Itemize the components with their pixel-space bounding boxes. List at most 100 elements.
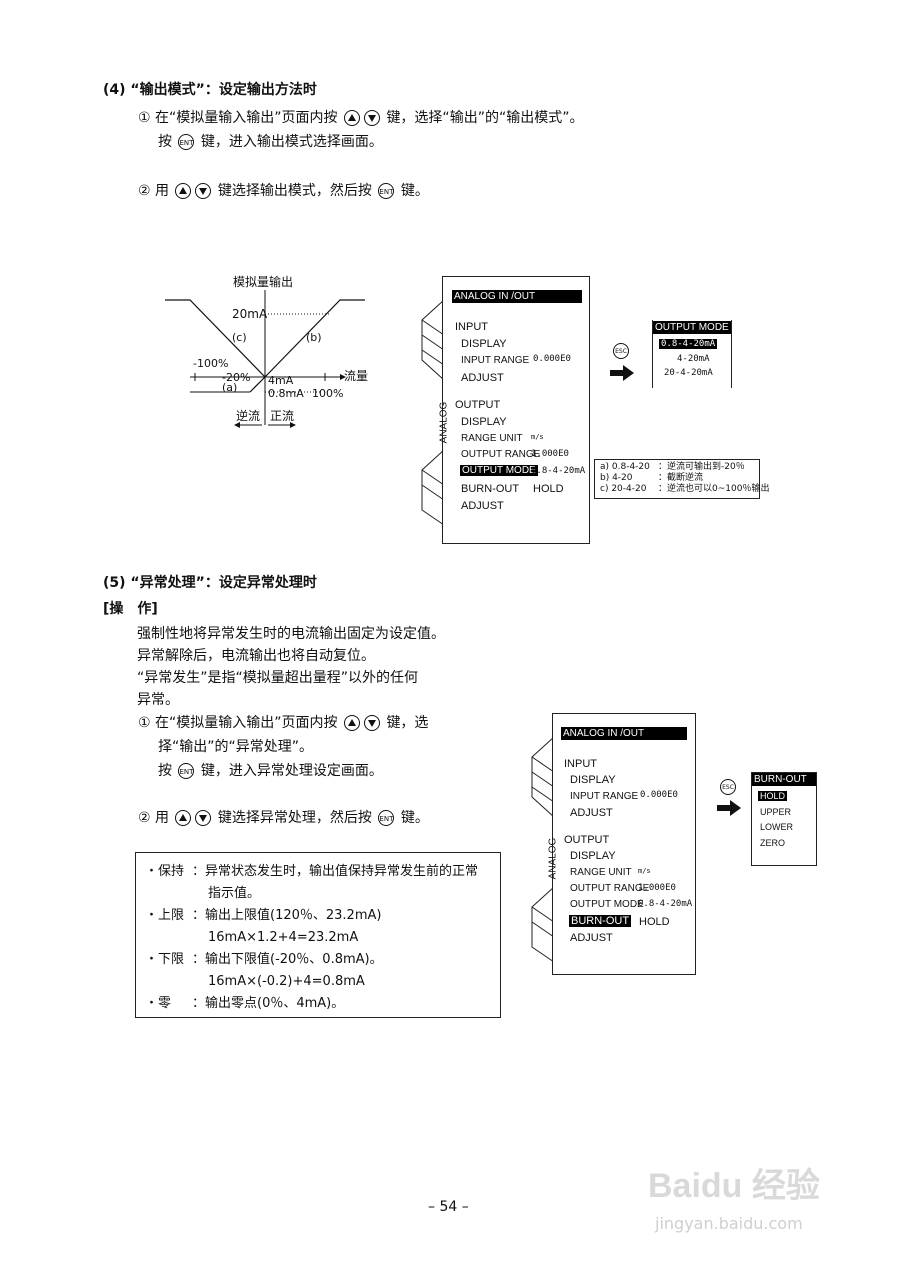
screen2-range-unit-value: m/s <box>638 867 651 875</box>
step-number: ① <box>138 715 151 731</box>
graph-label-b: (b) <box>306 331 322 344</box>
screen2-adjust[interactable]: ADJUST <box>570 807 613 819</box>
note-hold-value: ：异常状态发生时，输出值保持异常发生前的正常 <box>192 864 479 879</box>
section5-step1-line1: ① 在“模拟量输入输出”页面内按 键，选 <box>138 715 428 731</box>
up-arrow-key-icon[interactable] <box>175 183 192 199</box>
popup2-option[interactable]: LOWER <box>760 822 794 832</box>
ent-key-icon[interactable]: ENT <box>378 183 395 199</box>
graph-label-reverse: 逆流 <box>236 409 261 423</box>
line-b <box>264 299 365 378</box>
note-lower-key: ・下限 <box>145 952 185 967</box>
note-lower-value: ：输出下限值(-20％、0.8mA)。 <box>192 952 383 967</box>
step-number: ② <box>138 183 151 199</box>
popup2-option[interactable]: ZERO <box>760 838 786 848</box>
note-upper-value: ：输出上限值(120％、23.2mA) <box>192 908 382 923</box>
legend-key: c) 20-4-20 <box>600 484 647 494</box>
screen2-output-range[interactable]: OUTPUT RANGE <box>570 883 650 894</box>
step-text: 按 <box>158 763 172 779</box>
graph-label-100: 100% <box>312 387 344 400</box>
screen2-frame <box>552 713 696 975</box>
down-arrow-key-icon[interactable] <box>363 715 380 731</box>
ent-key-icon[interactable]: ENT <box>378 810 395 826</box>
note-hold-key: ・保持 <box>145 864 185 879</box>
screen1-output[interactable]: OUTPUT <box>455 399 501 411</box>
screen2-output-range-value: 1.000E0 <box>638 883 676 893</box>
graph-label-a: (a) <box>222 381 238 394</box>
section4-heading: (4) “输出模式”：设定输出方法时 <box>103 82 317 98</box>
screen2-title: ANALOG IN /OUT <box>561 727 687 740</box>
screen1-adjust[interactable]: ADJUST <box>461 372 504 384</box>
screen2-display2[interactable]: DISPLAY <box>570 850 616 862</box>
graph-label-20ma: 20mA <box>232 307 268 321</box>
mode-legend-a: a) 0.8-4-20 <box>600 462 650 473</box>
screen1-display2[interactable]: DISPLAY <box>461 416 507 428</box>
step-text: 在“模拟量输入输出”页面内按 <box>155 110 338 126</box>
screen1-title: ANALOG IN /OUT <box>452 290 582 303</box>
graph-label-flow: 流量 <box>344 369 369 383</box>
down-arrow-key-icon[interactable] <box>363 110 380 126</box>
screen2-range-unit[interactable]: RANGE UNIT <box>570 867 632 878</box>
screen1-input-range-value: 0.000E0 <box>533 354 571 364</box>
screen2-adjust2[interactable]: ADJUST <box>570 932 613 944</box>
down-arrow-key-icon[interactable] <box>195 810 212 826</box>
section5-step1-line2: 择“输出”的“异常处理”。 <box>158 739 314 755</box>
popup1-option[interactable]: 20-4-20mA <box>664 368 713 378</box>
down-arrow-key-icon[interactable] <box>195 183 212 199</box>
step-text: 键选择输出模式，然后按 <box>217 183 372 199</box>
screen1-input[interactable]: INPUT <box>455 321 488 333</box>
up-arrow-key-icon[interactable] <box>175 810 192 826</box>
screen1-adjust2[interactable]: ADJUST <box>461 500 504 512</box>
screen1-range-unit[interactable]: RANGE UNIT <box>461 433 523 444</box>
screen1-output-range[interactable]: OUTPUT RANGE <box>461 449 541 460</box>
popup2-frame <box>751 772 817 866</box>
screen1-output-mode-selected[interactable]: OUTPUT MODE <box>460 465 538 476</box>
graph-label-forward: 正流 <box>270 409 295 423</box>
section5-paragraph-4: 异常。 <box>137 692 179 708</box>
step-number: ① <box>138 110 151 126</box>
up-arrow-key-icon[interactable] <box>343 110 360 126</box>
graph-label-neg100: -100% <box>193 357 229 370</box>
esc-key-icon[interactable]: ESC <box>720 779 736 795</box>
watermark-url: jingyan.baidu.com <box>655 1214 803 1233</box>
ent-key-icon[interactable]: ENT <box>178 763 195 779</box>
legend-value: ：逆流可输出到-20％ <box>658 462 745 472</box>
step-text: 键选择异常处理，然后按 <box>217 810 372 826</box>
screen1-output-range-value: 1.000E0 <box>531 449 569 459</box>
screen2-input-range[interactable]: INPUT RANGE <box>570 791 639 802</box>
legend-key: a) 0.8-4-20 <box>600 462 650 472</box>
screen1-burn-out-value: HOLD <box>533 483 564 495</box>
esc-key-icon[interactable]: ESC <box>613 343 629 359</box>
graph-label-4ma: 4mA <box>268 374 294 387</box>
step-text: 键。 <box>400 183 429 199</box>
section5-op-heading: [操 作] <box>103 601 158 617</box>
note-upper-key: ・上限 <box>145 908 185 923</box>
popup1-option[interactable]: 4-20mA <box>677 354 710 364</box>
step-text: 用 <box>155 183 170 199</box>
popup2-option-selected[interactable]: HOLD <box>758 791 788 801</box>
step-text: 键，选择“输出”的“输出模式”。 <box>386 110 584 126</box>
screen1-burn-out[interactable]: BURN-OUT <box>461 483 520 495</box>
legend-value: ：截断逆流 <box>658 473 704 483</box>
section5-step1-line3: 按 ENT 键，进入异常处理设定画面。 <box>158 763 383 779</box>
screen1-input-range[interactable]: INPUT RANGE <box>461 355 530 366</box>
screen2-output[interactable]: OUTPUT <box>564 834 610 846</box>
screen1-side-label: ANALOG <box>438 401 450 444</box>
popup1-title: OUTPUT MODE <box>653 321 731 334</box>
popup1-option-selected[interactable]: 0.8-4-20mA <box>659 339 718 349</box>
screen2-output-mode[interactable]: OUTPUT MODE <box>570 899 644 910</box>
up-arrow-key-icon[interactable] <box>343 715 360 731</box>
screen2-side-label: ANALOG <box>547 837 559 880</box>
ent-key-icon[interactable]: ENT <box>178 134 195 150</box>
screen2-output-mode-value: 0.8-4-20mA <box>638 899 693 909</box>
screen2-display[interactable]: DISPLAY <box>570 774 616 786</box>
screen2-burn-out-selected[interactable]: BURN-OUT <box>569 915 632 927</box>
graph-label-c: (c) <box>232 331 247 344</box>
screen1-display[interactable]: DISPLAY <box>461 338 507 350</box>
section5-step2: ② 用 键选择异常处理，然后按 ENT 键。 <box>138 810 429 826</box>
screen2-input[interactable]: INPUT <box>564 758 597 770</box>
section5-paragraph-2: 异常解除后，电流输出也将自动复位。 <box>137 648 375 664</box>
screen1-frame <box>442 276 590 544</box>
popup2-option[interactable]: UPPER <box>760 807 792 817</box>
step-text: 键，进入异常处理设定画面。 <box>200 763 383 779</box>
right-arrow-icon <box>717 800 741 816</box>
